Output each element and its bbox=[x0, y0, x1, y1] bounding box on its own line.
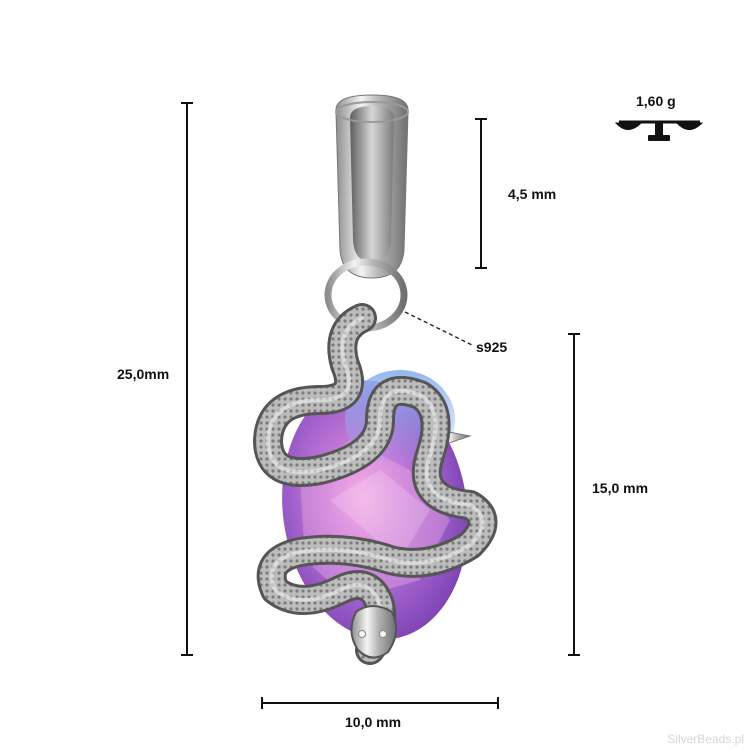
pendant-height-label: 15,0 mm bbox=[592, 480, 649, 496]
width-dimension-line bbox=[261, 697, 499, 709]
weight-label: 1,60 g bbox=[636, 93, 676, 109]
width-label: 10,0 mm bbox=[345, 714, 402, 730]
bail-loop bbox=[335, 94, 409, 279]
total-height-dimension-line bbox=[181, 102, 193, 656]
watermark: SilverBeads.pl bbox=[667, 732, 744, 746]
total-height-label: 25,0mm bbox=[117, 366, 170, 382]
material-leader-line bbox=[404, 311, 473, 346]
pendant-height-dimension-line bbox=[568, 333, 580, 656]
loop-height-dimension-line bbox=[475, 118, 487, 269]
loop-height-label: 4,5 mm bbox=[508, 186, 557, 202]
snake-body bbox=[253, 303, 498, 665]
scale-icon bbox=[614, 120, 704, 141]
snake-head bbox=[350, 605, 398, 659]
material-label: s925 bbox=[476, 339, 508, 355]
